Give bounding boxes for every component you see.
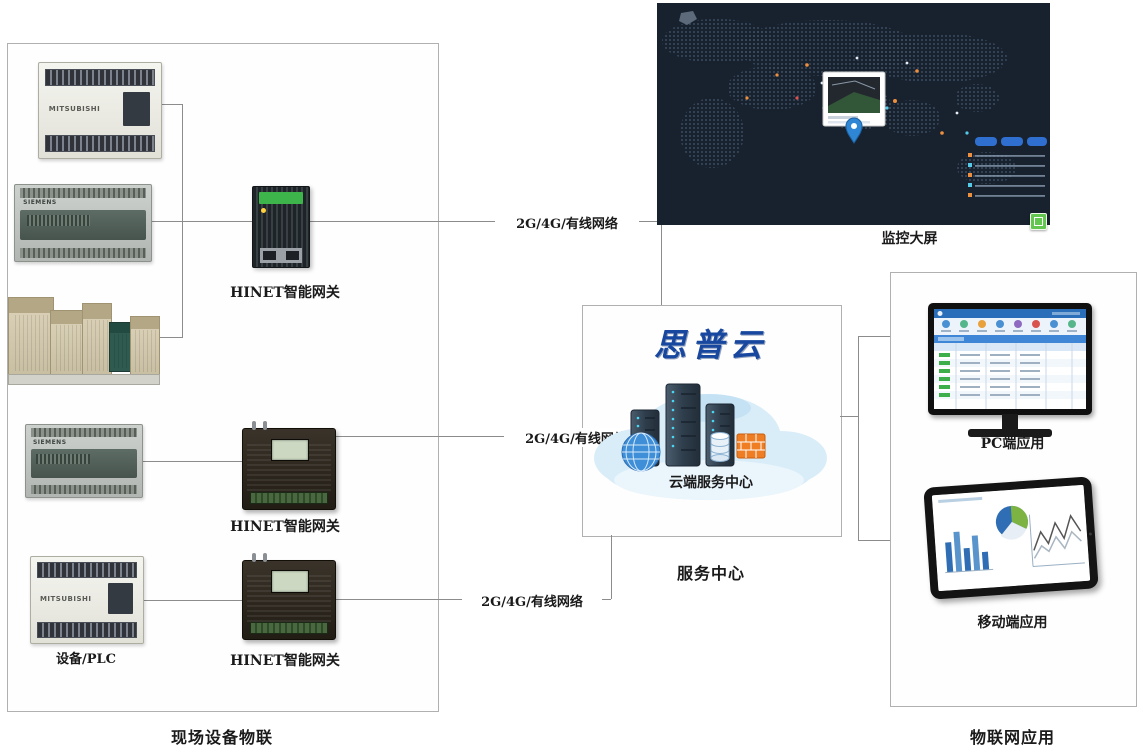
gateway-ports xyxy=(259,247,303,263)
terminal-strip xyxy=(45,135,155,153)
gateway-terminals xyxy=(250,622,328,635)
tablet-camera-dot xyxy=(1088,532,1093,536)
pc-application-monitor xyxy=(928,303,1092,437)
field-section-label: 现场设备物联 xyxy=(170,728,273,747)
antenna-connector xyxy=(263,421,267,430)
terminal-strip xyxy=(20,248,146,258)
hinet-gateway-1 xyxy=(252,186,310,268)
plc-siemens-2: SIEMENS xyxy=(25,424,143,498)
network-link1-label: 2G/4G/有线网络 xyxy=(495,213,639,232)
hinet-gateway-2 xyxy=(242,421,336,510)
cloud-servers-illustration xyxy=(594,383,827,500)
gateway-green-cap xyxy=(258,191,304,204)
connector-gateway1-cloud xyxy=(308,221,661,222)
map-data-panel xyxy=(968,137,1047,197)
connector-plc1-bus xyxy=(160,104,182,105)
plc-display-panel xyxy=(108,582,133,614)
plc-module xyxy=(8,296,54,377)
connector-gateway2-cloud xyxy=(334,436,582,437)
gateway-led xyxy=(260,207,266,213)
plc-brand-text: MITSUBISHI xyxy=(39,594,92,603)
network-link3-label: 2G/4G/有线网络 xyxy=(462,591,602,610)
map-widget-icon xyxy=(1030,213,1047,230)
tablet-dashboard-ui xyxy=(931,484,1091,592)
connector-apps-vertical xyxy=(858,336,859,541)
terminal-strip xyxy=(36,622,138,638)
map-device-popup xyxy=(822,71,886,127)
connector-bus-gateway1 xyxy=(150,221,252,222)
pc-app-ui xyxy=(934,309,1086,409)
terminal-strip xyxy=(30,427,138,438)
connector-plc3-bus xyxy=(158,337,182,338)
mobile-application-tablet xyxy=(923,476,1099,600)
terminal-strip xyxy=(30,484,138,495)
cloud-brand: 思普云 xyxy=(653,326,768,364)
plc-siemens-1: SIEMENS xyxy=(14,184,152,262)
gateway-terminals xyxy=(250,491,328,505)
map-continents xyxy=(662,19,1017,184)
plc-module xyxy=(129,316,160,377)
toolbar-icons xyxy=(941,320,1077,332)
status-badges xyxy=(939,353,950,397)
connector-plc4-gateway2 xyxy=(141,461,242,462)
plc-mitsubishi-2: MITSUBISHI xyxy=(30,556,144,644)
antenna-connector xyxy=(252,421,256,430)
globe-icon xyxy=(621,432,661,472)
monitor-stand-base xyxy=(968,429,1052,437)
plc-module xyxy=(50,310,85,377)
line-chart xyxy=(1033,514,1082,559)
hinet-gateway-3 xyxy=(242,553,336,640)
monitor-bezel xyxy=(928,303,1092,415)
database-icon xyxy=(710,432,730,462)
map-location-pin xyxy=(845,117,863,144)
terminal-strip xyxy=(36,562,138,578)
map-label: 监控大屏 xyxy=(881,231,938,247)
plc-brand-text: SIEMENS xyxy=(23,199,57,207)
service-section-label: 服务中心 xyxy=(676,564,745,583)
connector-gateway3-cloud-rise xyxy=(611,535,612,599)
cloud-center-label: 云端服务中心 xyxy=(669,475,753,491)
terminal-strip xyxy=(20,188,146,198)
plc-rack-base xyxy=(8,374,160,385)
connector-plc5-gateway3 xyxy=(142,600,242,601)
monitor-screen xyxy=(934,309,1086,409)
mobile-app-label: 移动端应用 xyxy=(977,615,1048,631)
firewall-icon xyxy=(736,433,766,459)
tablet-screen xyxy=(931,484,1091,592)
gateway-lcd xyxy=(270,570,310,593)
connector-apps-pc xyxy=(858,336,890,337)
plc-brand-text: SIEMENS xyxy=(32,438,67,446)
gateway-lcd xyxy=(270,438,310,462)
connector-cloud-apps xyxy=(840,416,858,417)
gateway2-label: HINET智能网关 xyxy=(230,519,340,535)
plc-module-rack xyxy=(8,288,160,385)
monitoring-map xyxy=(657,3,1050,225)
plc-display-panel xyxy=(123,91,151,126)
connector-gateway1-cloud-drop xyxy=(661,221,662,305)
map-island-glyph xyxy=(679,11,697,25)
plc-brand-text: MITSUBISHI xyxy=(48,104,101,113)
plc-group-label: 设备/PLC xyxy=(55,652,116,667)
pc-app-label: PC端应用 xyxy=(980,436,1045,452)
connector-apps-mobile xyxy=(858,540,890,541)
antenna-connector xyxy=(263,553,267,562)
plc-vents xyxy=(36,453,90,464)
apps-section-label: 物联网应用 xyxy=(969,728,1055,747)
plc-module xyxy=(81,303,112,377)
plc-vents xyxy=(27,215,90,227)
bar-chart xyxy=(945,531,990,573)
gateway1-label: HINET智能网关 xyxy=(230,285,340,301)
plc-mitsubishi-1: MITSUBISHI xyxy=(38,62,162,159)
gateway3-label: HINET智能网关 xyxy=(230,653,340,669)
terminal-strip xyxy=(45,68,155,86)
monitor-stand-neck xyxy=(1002,414,1018,429)
pie-chart xyxy=(995,505,1028,540)
antenna-connector xyxy=(252,553,256,562)
